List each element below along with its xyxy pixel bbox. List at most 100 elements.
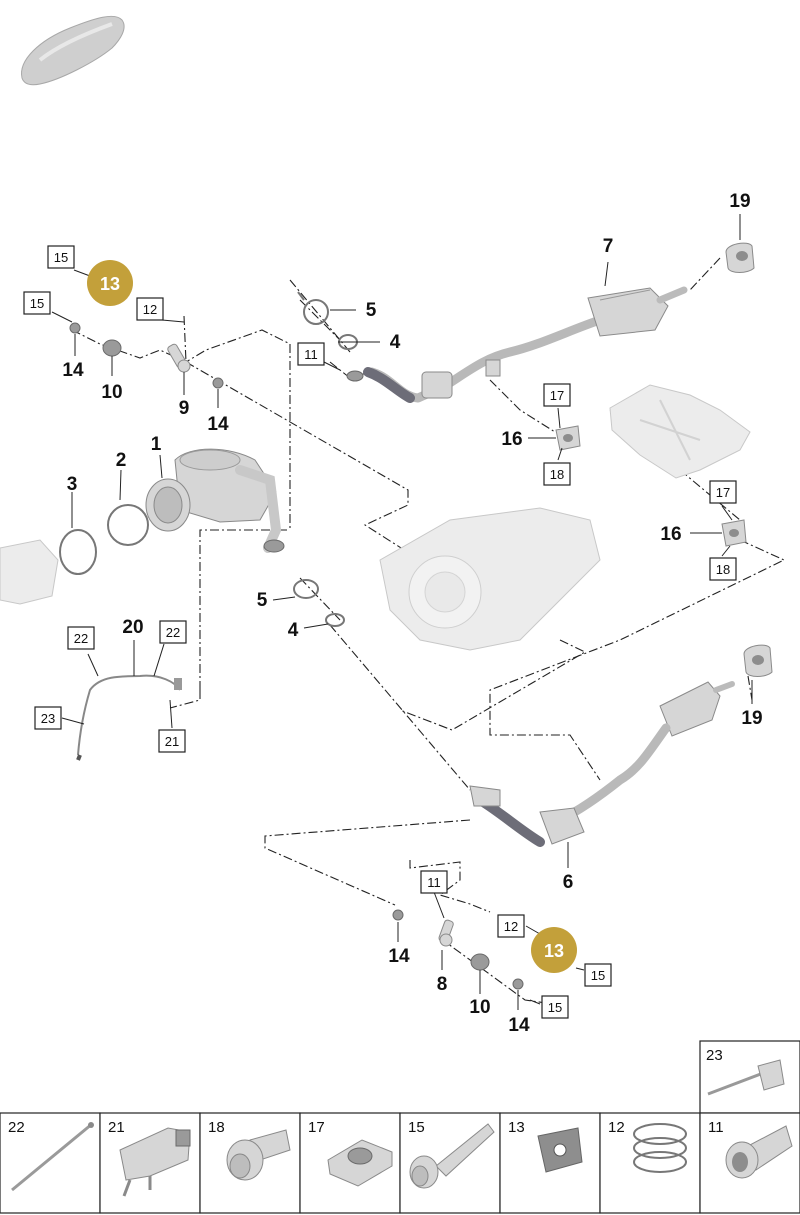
callout-6: 6 — [563, 872, 574, 893]
rubber-mount-19-top — [725, 242, 755, 273]
boxed-callout-17-b: 17 — [709, 480, 737, 504]
boxed-callout-22-a: 22 — [67, 626, 95, 650]
bushing-10-top — [102, 339, 122, 357]
seal-3 — [59, 529, 97, 575]
badge-circle — [87, 260, 133, 306]
hanger-16-top — [555, 425, 581, 451]
boxed-callout-11-b: 11 — [420, 870, 448, 894]
svg-text:15: 15 — [548, 1000, 562, 1015]
crossmember — [609, 384, 751, 479]
svg-text:12: 12 — [504, 919, 518, 934]
transmission — [379, 507, 601, 651]
legend-cell-11: 11 — [699, 1112, 800, 1214]
callout-2: 2 — [116, 450, 127, 471]
boxed-callout-22-b: 22 — [159, 620, 187, 644]
svg-text:15: 15 — [30, 296, 44, 311]
fastener-group-bottom — [392, 909, 524, 990]
svg-text:13: 13 — [544, 941, 564, 961]
boxed-callout-21: 21 — [158, 729, 186, 753]
svg-text:12: 12 — [608, 1119, 625, 1136]
fastener-group-top — [69, 322, 224, 389]
bushing-10-bottom — [470, 953, 490, 971]
svg-text:22: 22 — [74, 631, 88, 646]
callout-10-bottom: 10 — [469, 997, 490, 1018]
callout-5-bottom: 5 — [257, 590, 268, 611]
legend-cell-12: 12 — [599, 1112, 701, 1214]
svg-text:21: 21 — [165, 734, 179, 749]
boxed-callout-15-b: 15 — [23, 291, 51, 315]
callout-9: 9 — [179, 398, 190, 419]
particulate-filter-1 — [145, 448, 285, 553]
boxed-callout-18-a: 18 — [543, 462, 571, 486]
callout-14-d: 14 — [508, 1015, 530, 1036]
clamp-5-top — [297, 291, 329, 325]
svg-text:17: 17 — [550, 388, 564, 403]
svg-text:18: 18 — [550, 467, 564, 482]
vehicle-thumbnail — [21, 15, 125, 86]
boxed-callout-15-a: 15 — [47, 245, 75, 269]
badge-circle — [531, 927, 577, 973]
svg-text:23: 23 — [41, 711, 55, 726]
nut-14-bottom — [512, 978, 524, 990]
boxed-callouts: 15 15 15 15 12 12 11 11 17 17 18 18 22 2… — [23, 245, 737, 1019]
callout-7: 7 — [603, 236, 614, 257]
svg-text:11: 11 — [708, 1119, 724, 1136]
boxed-callout-15-c: 15 — [584, 963, 612, 987]
svg-text:11: 11 — [304, 347, 318, 362]
legend-cell-17: 17 — [299, 1112, 401, 1214]
callout-4-top: 4 — [390, 332, 401, 353]
svg-text:17: 17 — [716, 485, 730, 500]
catalytic-converter-6 — [469, 681, 735, 847]
svg-text:23: 23 — [706, 1047, 723, 1064]
boxed-callout-12-a: 12 — [136, 297, 164, 321]
svg-text:22: 22 — [8, 1119, 25, 1136]
leader-lines — [51, 214, 753, 1010]
svg-text:15: 15 — [591, 968, 605, 983]
svg-text:18: 18 — [716, 562, 730, 577]
callout-8: 8 — [437, 974, 448, 995]
svg-text:22: 22 — [166, 625, 180, 640]
clamp-2 — [107, 504, 149, 546]
boxed-callout-11-a: 11 — [297, 342, 325, 366]
badge-13-top: 13 — [87, 260, 133, 306]
svg-text:18: 18 — [208, 1119, 225, 1136]
callout-14-c: 14 — [388, 946, 410, 967]
callout-1: 1 — [151, 434, 162, 455]
boxed-callout-23: 23 — [34, 706, 62, 730]
svg-text:11: 11 — [427, 875, 441, 890]
legend-cell-15: 15 — [399, 1112, 501, 1214]
callout-14-b: 14 — [207, 414, 229, 435]
boxed-callout-18-b: 18 — [709, 557, 737, 581]
clamp-5-bottom — [293, 579, 319, 599]
svg-text:15: 15 — [408, 1119, 425, 1136]
callout-20: 20 — [122, 617, 143, 638]
callout-19-top: 19 — [729, 191, 750, 212]
callout-5-top: 5 — [366, 300, 377, 321]
badge-13-bottom: 13 — [531, 927, 577, 973]
nut-14-top — [69, 322, 81, 334]
nut-14-top-right — [212, 377, 224, 389]
legend-cell-21: 21 — [99, 1112, 201, 1214]
svg-text:17: 17 — [308, 1119, 325, 1136]
callouts: 1 2 3 4 4 5 5 6 7 8 9 10 10 14 14 14 14 … — [62, 191, 762, 1036]
svg-text:12: 12 — [143, 302, 157, 317]
callout-3: 3 — [67, 474, 78, 495]
boxed-callout-12-b: 12 — [497, 914, 525, 938]
catalytic-converter-7 — [346, 286, 688, 403]
callout-10-top: 10 — [101, 382, 122, 403]
callout-4-bottom: 4 — [288, 620, 299, 641]
legend-cell-18: 18 — [199, 1112, 301, 1214]
parts-legend: 23 22 21 18 17 — [0, 1040, 800, 1214]
callout-19-bottom: 19 — [741, 708, 762, 729]
svg-text:13: 13 — [100, 274, 120, 294]
boxed-callout-17-a: 17 — [543, 383, 571, 407]
callout-16-bottom: 16 — [660, 524, 681, 545]
svg-text:15: 15 — [54, 250, 68, 265]
connector-lines — [71, 257, 786, 1006]
legend-cell-22: 22 — [0, 1112, 101, 1214]
legend-cell-23: 23 — [699, 1040, 800, 1114]
rubber-mount-19-bottom — [743, 644, 773, 677]
hanger-16-bottom — [721, 519, 747, 547]
svg-text:13: 13 — [508, 1119, 525, 1136]
